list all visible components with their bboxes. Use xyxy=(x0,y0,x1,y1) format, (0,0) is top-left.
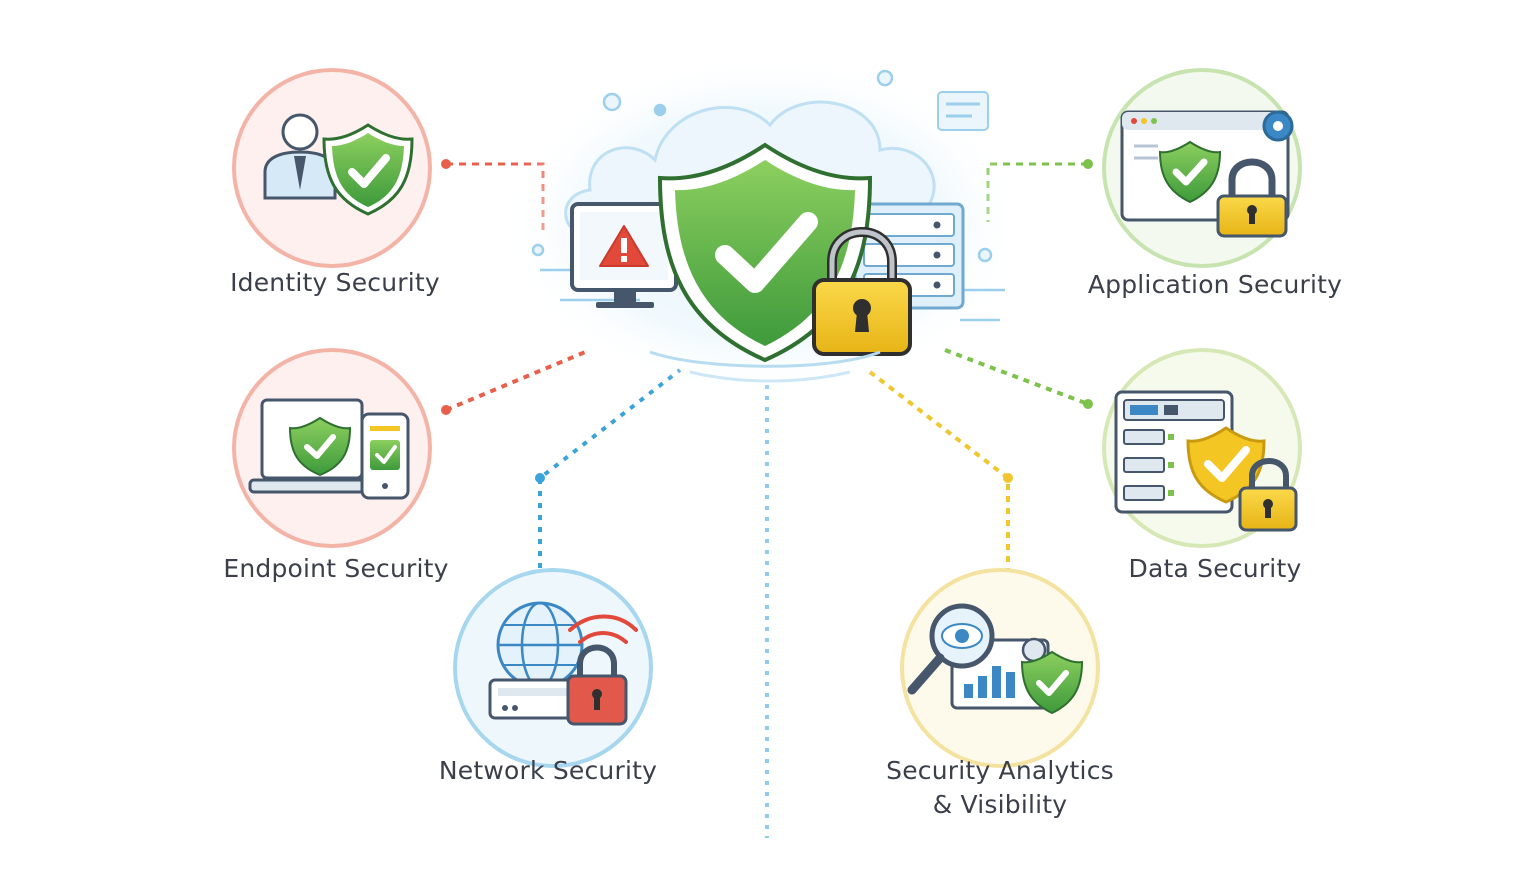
connector-network xyxy=(535,368,682,585)
application-node xyxy=(1102,68,1302,268)
data-security-label: Data Security xyxy=(1128,554,1302,583)
monitor-warning-icon xyxy=(570,202,678,308)
analytics-node xyxy=(900,568,1100,768)
network-security-label: Network Security xyxy=(438,756,658,785)
connector-application xyxy=(986,159,1093,222)
user-shield-icon xyxy=(263,113,414,216)
window-decoration-icon xyxy=(937,91,989,131)
globe-router-lock-icon xyxy=(488,601,638,726)
identity-security-label: Identity Security xyxy=(230,268,440,297)
connector-analytics xyxy=(868,370,1013,585)
hub-cluster xyxy=(505,55,1025,395)
application-security-label: Application Security xyxy=(1087,270,1343,299)
endpoint-security-label: Endpoint Security xyxy=(223,554,449,583)
server-shield-lock-icon xyxy=(1114,390,1298,532)
magnifier-chart-shield-icon xyxy=(907,603,1084,715)
connector-data xyxy=(944,348,1093,409)
endpoint-node xyxy=(232,348,432,548)
connector-endpoint xyxy=(441,348,591,415)
laptop-phone-shield-icon xyxy=(248,398,410,500)
network-node xyxy=(453,568,653,768)
identity-node xyxy=(232,68,432,268)
hub-padlock-icon xyxy=(812,227,912,356)
data-node xyxy=(1102,348,1302,548)
browser-shield-lock-icon xyxy=(1120,110,1294,238)
security-analytics-label: Security Analytics & Visibility xyxy=(886,756,1114,819)
